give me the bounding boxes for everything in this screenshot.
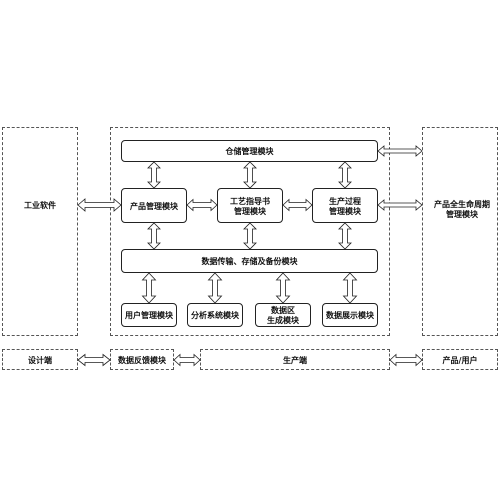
industrial-software-label: 工业软件 (24, 200, 56, 210)
arrow-transfer-datazone (275, 272, 291, 304)
feedback-module-label: 数据反馈模块 (118, 354, 166, 365)
arrow-guide-production (282, 198, 313, 212)
arrow-product-guide (186, 198, 218, 212)
arrow-transfer-display (342, 272, 358, 304)
arrow-transfer-analysis (207, 272, 223, 304)
user-management-module: 用户管理模块 (121, 303, 177, 327)
arrow-warehouse-production (338, 161, 352, 189)
production-process-module: 生产过程 管理模块 (312, 188, 378, 223)
design-end-zone (2, 349, 78, 370)
arrow-transfer-user (141, 272, 157, 304)
arrow-production-lifecycle (377, 199, 423, 211)
design-end-label: 设计端 (28, 354, 52, 365)
data-zone-module: 数据区 生成模块 (255, 303, 311, 327)
feedback-zone (110, 349, 174, 370)
arrow-product-transfer (147, 222, 161, 250)
lifecycle-zone (422, 127, 498, 336)
arrow-warehouse-lifecycle (377, 145, 423, 157)
data-transfer-module: 数据传输、存储及备份模块 (121, 249, 378, 273)
product-user-zone (422, 349, 498, 370)
arrow-warehouse-guide (243, 161, 257, 189)
arrow-guide-transfer (243, 222, 257, 250)
arrow-design-feedback (77, 353, 111, 367)
arrow-warehouse-product (147, 161, 161, 189)
system-zone (110, 127, 390, 336)
lifecycle-management-label: 产品全生命周期管理模块 (434, 199, 490, 219)
production-end-label: 生产端 (283, 354, 307, 365)
product-user-label: 产品/用户 (442, 354, 478, 365)
arrow-production-user (389, 353, 423, 367)
arrow-production-transfer (338, 222, 352, 250)
production-end-zone (200, 349, 390, 370)
design-zone (2, 127, 78, 336)
arrow-feedback-production (173, 353, 201, 367)
arrow-software-product (77, 198, 122, 212)
